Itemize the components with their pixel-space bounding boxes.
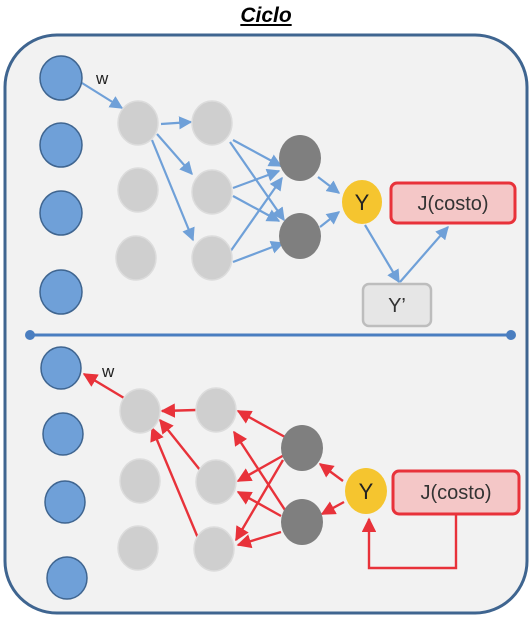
input-node	[44, 480, 86, 524]
dark-node	[279, 135, 321, 181]
backward-pass: Y J(costo) w	[40, 346, 521, 600]
forward-hidden-layer-3	[279, 135, 321, 259]
input-node	[39, 122, 83, 168]
input-node	[39, 190, 83, 236]
divider-endpoint	[25, 330, 35, 340]
dark-node	[281, 499, 323, 545]
backward-hidden-layer-2	[193, 387, 237, 572]
output-label: Y	[359, 479, 374, 504]
output-node	[345, 468, 387, 514]
hidden-node	[117, 100, 159, 146]
hidden-node	[195, 459, 237, 505]
target-box	[361, 282, 433, 328]
cost-label: J(costo)	[417, 193, 488, 215]
forward-input-layer	[39, 55, 83, 315]
cost-box	[391, 469, 521, 516]
dark-node	[279, 213, 321, 259]
input-node	[46, 556, 88, 600]
output-label: Y	[355, 190, 370, 215]
diagram-title: Ciclo	[240, 4, 292, 27]
backward-hidden-layer-3	[281, 425, 323, 545]
dark-node	[281, 425, 323, 471]
output-node	[342, 180, 382, 224]
input-node	[39, 55, 83, 101]
hidden-node	[191, 235, 233, 281]
backward-hidden-layer-1	[117, 388, 161, 571]
diagram-frame	[3, 33, 529, 615]
cost-box	[389, 181, 517, 225]
hidden-node	[195, 387, 237, 433]
backward-arrows	[82, 372, 345, 549]
hidden-node	[117, 525, 159, 571]
input-node	[42, 412, 84, 456]
forward-arrows	[81, 82, 449, 284]
target-label: Y’	[388, 295, 406, 317]
divider-endpoint	[506, 330, 516, 340]
hidden-node	[191, 100, 233, 146]
input-node	[40, 346, 82, 390]
forward-hidden-layer-2	[191, 100, 233, 281]
cost-label: J(costo)	[420, 482, 491, 504]
hidden-node	[193, 526, 235, 572]
hidden-node	[119, 458, 161, 504]
hidden-node	[117, 167, 159, 213]
hidden-node	[191, 169, 233, 215]
weight-label: w	[101, 362, 115, 381]
backward-input-layer	[40, 346, 88, 600]
input-node	[39, 269, 83, 315]
hidden-node	[119, 388, 161, 434]
hidden-node	[115, 235, 157, 281]
weight-label: w	[95, 69, 109, 88]
cost-feedback-arrow	[361, 515, 458, 570]
forward-pass: Y J(costo) Y’ w	[39, 55, 517, 328]
forward-hidden-layer-1	[115, 100, 159, 281]
